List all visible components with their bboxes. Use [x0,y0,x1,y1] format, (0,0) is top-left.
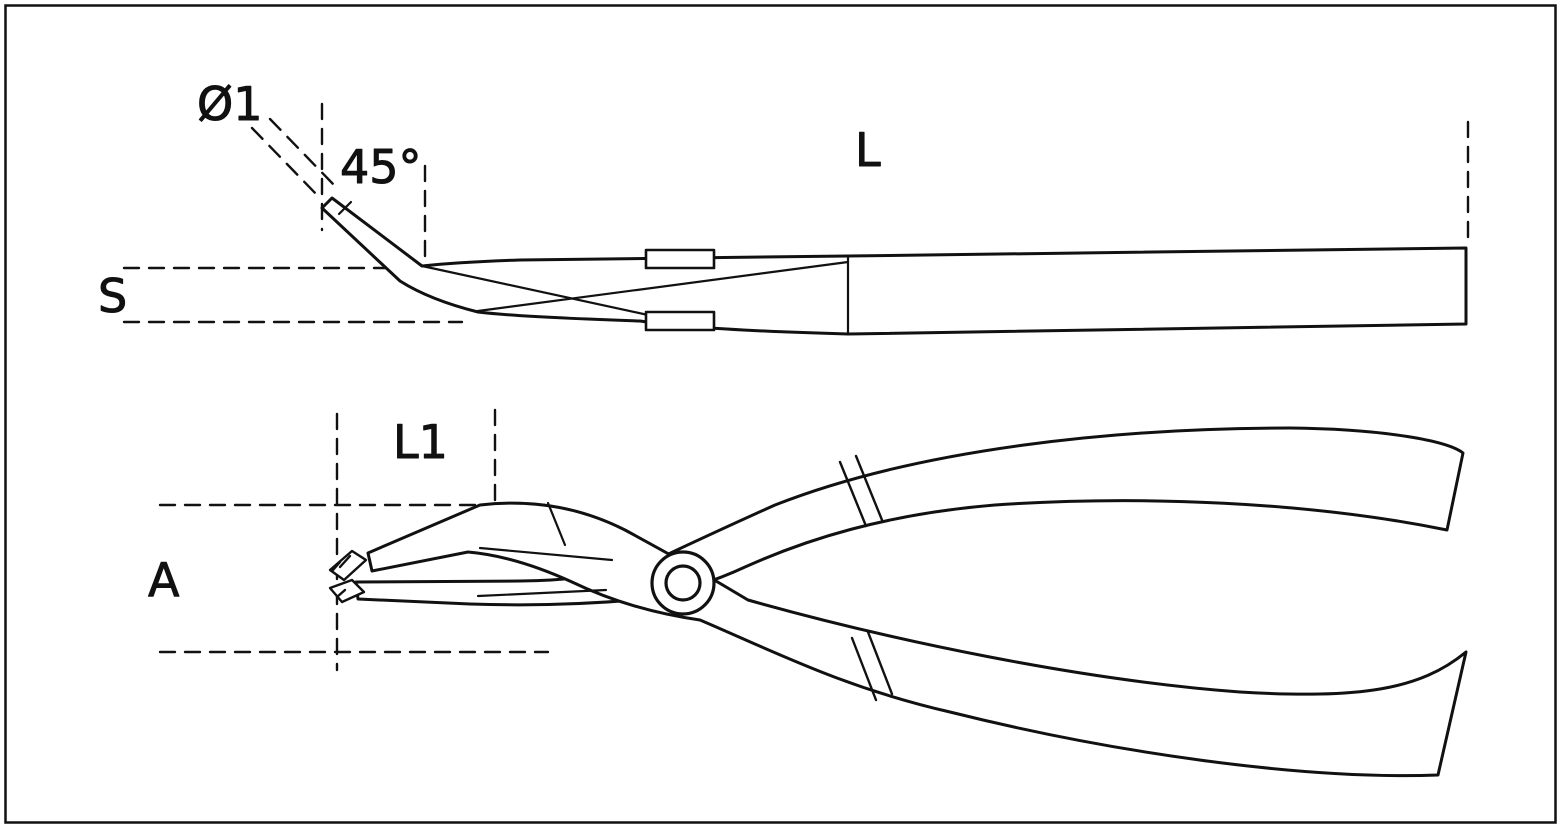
diameter-leader-line [250,126,320,198]
upper-jaw-inner-line [478,546,614,562]
pivot-boss-bottom [644,310,716,332]
lower-grip-boundary [850,636,878,702]
pliers-side-outline [320,196,1468,336]
side-view-body [320,196,1468,336]
grip-boundary-marks [838,454,894,702]
lower-grip-boundary [866,630,894,696]
label-tip-diameter: Ø1 [197,77,262,131]
tip-hatch-line [331,560,342,572]
jaw-inner-line [420,264,650,317]
plan-view-dimension-lines [158,408,550,672]
pivot-inner-circle [664,564,702,602]
upper-tip-shape [328,549,368,582]
diameter-leader-line [268,117,336,187]
pivot-boss-top [644,248,716,270]
box-joint-step-line [546,501,567,547]
upper-jaw-lower-handle-arm [366,501,1468,778]
label-thickness-s: S [98,269,127,323]
upper-grip-boundary [838,460,868,528]
plan-view: L1 A [148,408,1468,778]
upper-grip-boundary [854,454,884,522]
side-view: Ø1 45° L S [98,77,1470,336]
frame-border [4,4,1557,824]
arm-inner-line [476,260,850,313]
label-overall-length: L [855,123,881,177]
bent-tips-detail [328,549,368,604]
label-jaw-span-a: A [148,553,180,607]
lower-jaw-inner-line [476,588,608,598]
label-tip-length-l1: L1 [393,415,448,469]
label-tip-angle: 45° [340,140,422,194]
tip-hatch-line [338,554,352,569]
head-detail-lines [476,501,614,598]
tip-step-line [337,200,353,216]
tip-hatch-line [335,588,347,599]
